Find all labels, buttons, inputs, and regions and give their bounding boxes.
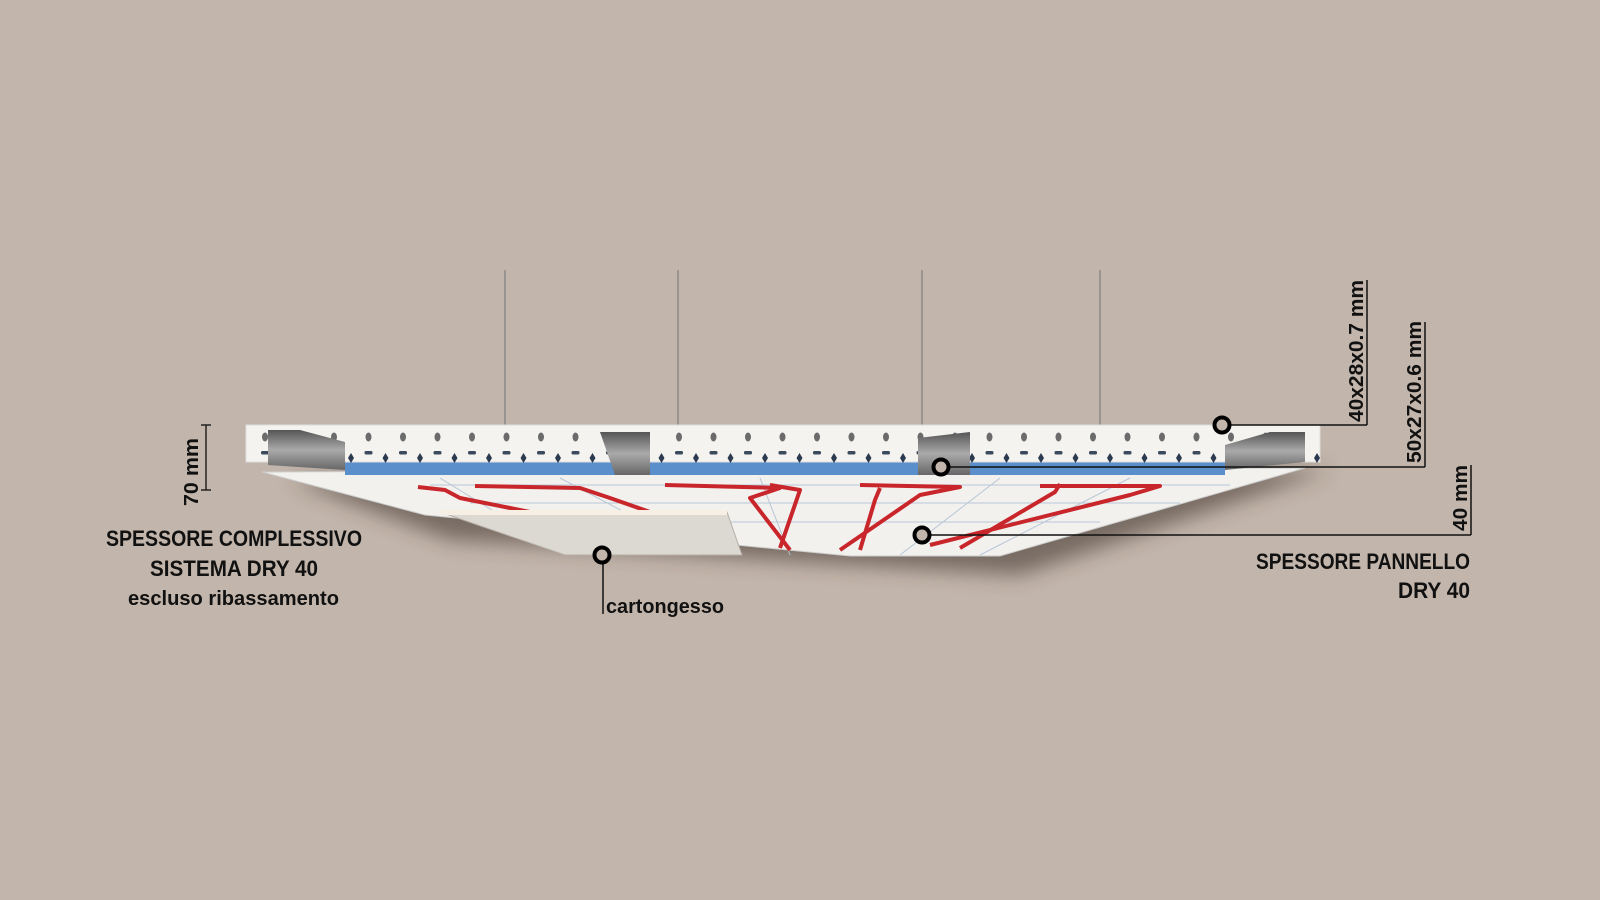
perforation-slot — [433, 451, 442, 455]
perforation-hole — [986, 432, 993, 442]
perforation-notch — [382, 453, 389, 463]
perforation-hole — [1228, 432, 1234, 442]
perforation-hole — [848, 432, 855, 442]
perforation-hole — [503, 432, 510, 442]
metal-profiles — [268, 430, 1305, 475]
total-thickness-dimension — [201, 424, 211, 491]
perforation-slot — [709, 451, 718, 455]
perforation-slot — [571, 451, 580, 455]
heating-pipes — [417, 482, 1162, 552]
profile-top-label: 40x28x0.7 mm — [1346, 280, 1368, 422]
perforation-notch — [451, 453, 458, 463]
perforation-notch — [762, 453, 768, 463]
perforation-hole — [745, 432, 751, 442]
perforation-slot — [364, 451, 373, 455]
total-thickness-label: 70 mm — [181, 438, 203, 506]
insulation-layer — [345, 460, 1225, 475]
perforation-slot — [1020, 451, 1028, 455]
perforation-slot — [468, 451, 476, 455]
perforation-hole — [1124, 432, 1131, 442]
perforation-hole — [676, 432, 682, 442]
perforation-slot — [1089, 451, 1097, 455]
perforation-notch — [1176, 453, 1182, 463]
perforation-notch — [693, 453, 699, 463]
perforation-notch — [520, 453, 527, 463]
perforation-slot — [744, 451, 752, 455]
marker-mid-profile — [931, 457, 951, 477]
perforation-notch — [589, 453, 596, 463]
perforation-slot — [537, 451, 545, 455]
left-title-line1: SPESSORE COMPLESSIVO — [106, 526, 362, 551]
left-line2-prefix: SISTEMA — [150, 556, 247, 581]
marker-plasterboard — [592, 545, 612, 565]
marker-panel — [912, 525, 932, 545]
perforation-notch — [1314, 453, 1320, 463]
perforation-notch — [831, 453, 837, 463]
right-title-line1: SPESSORE PANNELLO — [1256, 549, 1470, 574]
marker-top-profile — [1212, 415, 1232, 435]
perforation-slot — [502, 451, 511, 455]
perforation-hole — [1055, 432, 1062, 442]
perforation-hole — [1021, 432, 1027, 442]
perforation-notch — [900, 453, 906, 463]
perforation-notch — [348, 453, 354, 463]
perforation-notch — [1141, 453, 1148, 463]
perforation-notch — [486, 453, 492, 463]
perforation-notch — [1210, 453, 1217, 463]
perforation-slot — [1123, 451, 1132, 455]
perforation-slot — [399, 451, 407, 455]
perforation-slot — [882, 451, 890, 455]
perforation-hole — [1090, 432, 1096, 442]
perforation-hole — [400, 432, 406, 442]
perforation-slot — [813, 451, 821, 455]
profile-mid-label: 50x27x0.6 mm — [1404, 321, 1426, 463]
right-title-line2: DRY 40 — [1398, 578, 1470, 603]
perforation-slot — [1192, 451, 1201, 455]
perforation-slot — [985, 451, 994, 455]
perforation-hole — [434, 432, 441, 442]
perforation-hole — [883, 432, 889, 442]
perforation-notch — [1072, 453, 1079, 463]
perforation-hole — [365, 432, 372, 442]
perforation-hole — [262, 432, 268, 442]
perforated-profile — [245, 424, 1321, 463]
perforation-hole — [469, 432, 475, 442]
left-title-line2: SISTEMA DRY 40 — [150, 556, 318, 581]
plasterboard-label: cartongesso — [606, 596, 724, 618]
perforation-hole — [572, 432, 579, 442]
perforation-slot — [1158, 451, 1166, 455]
perforation-notch — [555, 453, 561, 463]
perforation-hole — [1159, 432, 1165, 442]
perforation-hole — [814, 432, 820, 442]
perforation-slot — [261, 451, 269, 455]
perforation-notch — [796, 453, 803, 463]
left-title-line3: escluso ribassamento — [128, 588, 339, 610]
perforation-notch — [1107, 453, 1113, 463]
panel-thickness-label: 40 mm — [1450, 465, 1472, 531]
perforation-notch — [1003, 453, 1010, 463]
plasterboard-edge — [440, 510, 727, 515]
perforation-hole — [538, 432, 544, 442]
perforation-notch — [727, 453, 734, 463]
perforation-notch — [865, 453, 872, 463]
callout-leaders — [602, 280, 1472, 614]
perforation-slot — [675, 451, 683, 455]
perforation-slot — [1054, 451, 1063, 455]
perforation-notch — [969, 453, 975, 463]
perforation-hole — [779, 432, 786, 442]
hanger-wires — [504, 270, 1101, 425]
perforation-notch — [1038, 453, 1044, 463]
perforation-hole — [1193, 432, 1200, 442]
perforation-notch — [658, 453, 665, 463]
perforation-slot — [778, 451, 787, 455]
left-line2-bold: DRY 40 — [247, 556, 318, 581]
perforation-hole — [710, 432, 717, 442]
callout-markers — [592, 415, 1232, 565]
perforation-slot — [847, 451, 856, 455]
perforation-notch — [417, 453, 423, 463]
